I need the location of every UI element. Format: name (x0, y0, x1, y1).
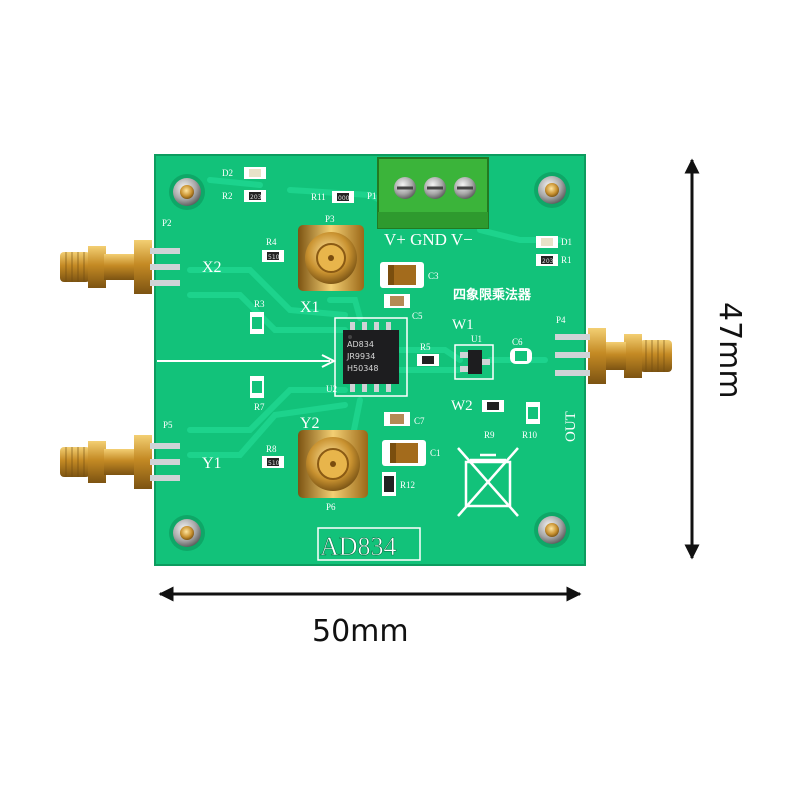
label-r4: R4 (266, 237, 277, 247)
label-d2: D2 (222, 168, 233, 178)
label-chip-name: AD834 (320, 532, 397, 561)
label-r9: R9 (484, 430, 495, 440)
label-r10: R10 (522, 430, 538, 440)
label-r7: R7 (254, 402, 265, 412)
weee-bin-icon (457, 447, 519, 517)
label-d1: D1 (561, 237, 572, 247)
code-r11: 000 (338, 195, 350, 202)
height-label: 47mm (712, 302, 747, 399)
chip-marking-line-2: JR9934 (346, 352, 375, 361)
label-r1: R1 (561, 255, 572, 265)
code-r2: 203 (250, 194, 262, 201)
label-r2: R2 (222, 191, 233, 201)
silkscreen-labels: AD834 四象限乘法器 V+ GND V− X2 Y1 X1 Y2 W1 W2… (162, 168, 579, 561)
label-p2: P2 (162, 218, 172, 228)
dimension-width: 50mm (158, 586, 582, 649)
label-c6: C6 (512, 337, 523, 347)
capacitor-c1 (382, 440, 426, 466)
label-y1: Y1 (202, 455, 222, 472)
chip-marking-line-3: H50348 (347, 364, 378, 373)
width-label: 50mm (312, 614, 409, 649)
label-c1: C1 (430, 448, 441, 458)
label-u1: U1 (471, 334, 482, 344)
label-x1: X1 (300, 299, 320, 316)
label-w2: W2 (451, 398, 473, 414)
capacitor-c3 (380, 262, 424, 288)
sma-connector-y1 (60, 435, 180, 489)
label-out: OUT (563, 411, 579, 442)
label-r5: R5 (420, 342, 431, 352)
label-p3: P3 (325, 214, 335, 224)
sma-connector-y2 (298, 430, 368, 498)
code-r8: 510 (268, 460, 280, 467)
label-r11: R11 (311, 192, 326, 202)
label-w1: W1 (452, 317, 474, 333)
label-r8: R8 (266, 444, 277, 454)
label-r12: R12 (400, 480, 415, 490)
u1-chip (454, 344, 494, 380)
sma-connector-x2 (60, 240, 180, 294)
sma-connector-x1 (298, 225, 364, 291)
label-y2: Y2 (300, 415, 320, 432)
label-u2: U2 (326, 384, 337, 394)
sma-connector-out (555, 328, 672, 384)
label-power: V+ GND V− (384, 230, 473, 249)
mounting-hole-top-right (534, 172, 570, 208)
smd-components (244, 167, 558, 496)
label-p5: P5 (163, 420, 173, 430)
ad834-label-box (317, 527, 421, 561)
mounting-hole-top-left (169, 174, 205, 210)
label-c7: C7 (414, 416, 425, 426)
signal-arrow (157, 354, 337, 368)
label-c3: C3 (428, 271, 439, 281)
power-terminal-block (377, 157, 489, 229)
mounting-hole-bottom-right (534, 512, 570, 548)
chip-marking-line-1: AD834 (347, 340, 374, 349)
label-x2: X2 (202, 259, 222, 276)
code-r1: 203 (542, 258, 554, 265)
dimension-height: 47mm (684, 158, 747, 560)
ad834-chip (334, 317, 408, 397)
label-p4: P4 (556, 315, 566, 325)
label-c5: C5 (412, 311, 423, 321)
label-title-cn: 四象限乘法器 (453, 287, 532, 302)
label-p6: P6 (326, 502, 336, 512)
label-r3: R3 (254, 299, 265, 309)
mounting-hole-bottom-left (169, 515, 205, 551)
label-p1: P1 (367, 191, 377, 201)
code-r4: 510 (268, 254, 280, 261)
